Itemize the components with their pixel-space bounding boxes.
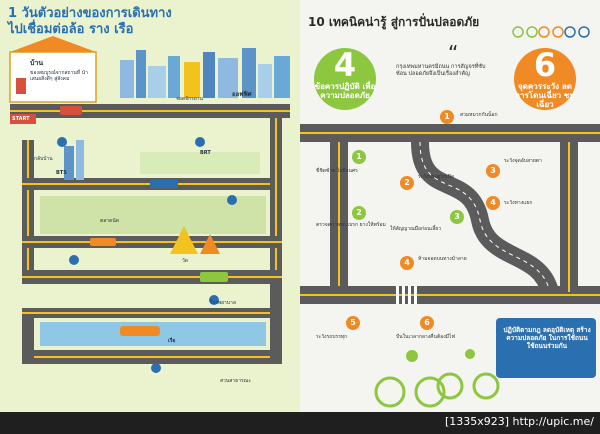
boat-icon <box>120 326 160 336</box>
train-icon <box>90 238 116 246</box>
donts-caption: จุดควรระวัง ลดการโดนเฉี่ยว ชน เฉี่ยว <box>515 82 575 109</box>
tip-1: ขี่ชิดซ้าย ไม่ย้อนศร <box>316 168 358 174</box>
park-label: สวนสาธารณะ <box>220 378 252 384</box>
dos-caption: ข้อควรปฏิบัติ เพื่อความปลอดภัย <box>314 82 376 100</box>
tip-8: ห้ามจอดบนทางม้าลาย <box>418 256 467 262</box>
tip-number-10: 6 <box>420 316 434 330</box>
cyclists-illustration <box>374 349 500 408</box>
bts-label: BTS <box>56 170 67 176</box>
tip-7: ระวังทางแยก <box>504 200 533 206</box>
image-caption: [1335x923] http://upic.me/ <box>444 415 594 428</box>
home-note: ของสมบูรณ์จากสถานที่ นำเสนอสิ่งดีๆ สู่สั… <box>30 70 88 82</box>
tip-number-8: 4 <box>400 256 414 270</box>
bike-stop-label: จอดจักรยาน <box>176 96 203 102</box>
dos-count: 4 <box>333 46 357 84</box>
city-skyline <box>120 48 290 98</box>
city-block <box>140 152 260 174</box>
tip-number-3: 3 <box>450 210 464 224</box>
brt-icon <box>150 180 178 188</box>
home-icon <box>9 36 97 103</box>
dos-badge: 4 ข้อควรปฏิบัติ เพื่อความปลอดภัย <box>314 48 376 110</box>
left-title-line2: ไปเชื่อมต่อล้อ ราง เรือ <box>8 22 134 37</box>
bus-icon <box>60 106 82 115</box>
tip-10: ปั่นในเวลากลางคืนต้องมีไฟ <box>396 334 455 340</box>
start-label: START <box>12 116 30 122</box>
tip-5: ระวังประตูรถเปิด <box>418 174 455 180</box>
intro-quote: กรุงเทพมหานครมีถนน การสัญจรที่ซับซ้อน ปล… <box>396 64 486 77</box>
tip-9: ระวังรถบรรทุก <box>316 334 348 340</box>
tip-2: ตรวจสภาพรถ เบรก ยางให้พร้อม <box>316 222 386 228</box>
roads <box>300 124 600 304</box>
temple-icon <box>170 226 198 254</box>
tip-3: ให้สัญญาณมือก่อนเลี้ยว <box>390 226 442 232</box>
boat-label: เรือ <box>168 338 176 344</box>
temple-label: วัด <box>182 258 189 264</box>
tip-number-4: 1 <box>440 110 454 124</box>
home-label: บ้าน <box>30 59 44 67</box>
office-label: ออฟฟิศ <box>232 91 252 98</box>
bicycles-decoration <box>512 26 590 38</box>
tram-icon <box>200 272 228 282</box>
tip-4: สวมหมวกกันน็อก <box>460 112 498 118</box>
right-page: “ 10 เทคนิคน่ารู้ สู่การปั่นปลอดภัย 4 ข้… <box>300 0 600 412</box>
donts-count: 6 <box>533 46 557 84</box>
tip-number-5: 2 <box>400 176 414 190</box>
after-work-label: กลับบ้าน <box>34 156 53 162</box>
route-map <box>9 36 290 373</box>
tip-number-1: 1 <box>352 150 366 164</box>
crosswalk <box>396 286 417 304</box>
left-page: 1 วันตัวอย่างของการเดินทาง ไปเชื่อมต่อล้… <box>0 0 300 412</box>
right-title: 10 เทคนิคน่ารู้ สู่การปั่นปลอดภัย <box>308 15 480 29</box>
tip-number-2: 2 <box>352 206 366 220</box>
tip-6: ระวังจุดอับสายตา <box>504 158 542 164</box>
safety-road-map: “ <box>300 26 600 408</box>
footer-note: ปฏิบัติตามกฎ ลดอุบัติเหตุ สร้างความปลอดภ… <box>503 326 591 350</box>
left-title-line1: 1 วันตัวอย่างของการเดินทาง <box>8 6 172 21</box>
hospital-label: โรงพยาบาล <box>210 300 236 306</box>
brt-label: BRT <box>200 150 211 156</box>
image-caption-bar: [1335x923] http://upic.me/ <box>0 412 600 434</box>
donts-badge: 6 จุดควรระวัง ลดการโดนเฉี่ยว ชน เฉี่ยว <box>514 48 576 110</box>
tip-number-9: 5 <box>346 316 360 330</box>
tip-number-6: 3 <box>486 164 500 178</box>
left-title: 1 วันตัวอย่างของการเดินทาง ไปเชื่อมต่อล้… <box>8 6 298 38</box>
tip-number-7: 4 <box>486 196 500 210</box>
market-label: ตลาดนัด <box>100 218 120 224</box>
svg-text:“: “ <box>448 41 458 65</box>
footer-note-box <box>496 318 596 378</box>
